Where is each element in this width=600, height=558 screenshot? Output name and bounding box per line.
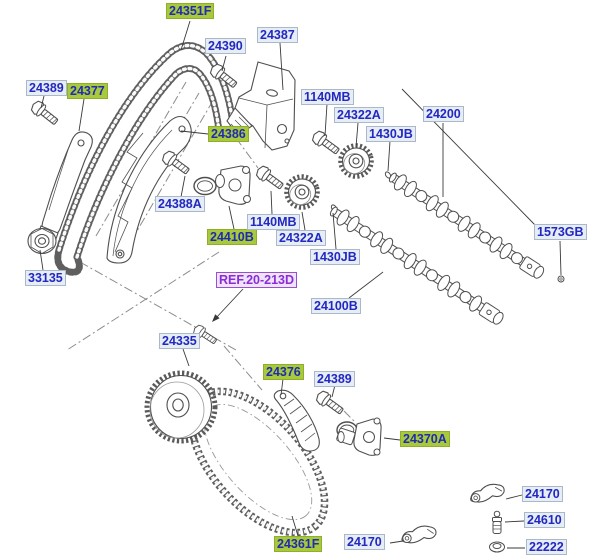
part-label-24170-lower[interactable]: 24170 <box>344 534 385 550</box>
part-label-1430jb-upper[interactable]: 1430JB <box>366 126 416 142</box>
bolt-1140mb-lower-drawing <box>253 163 287 193</box>
part-label-24370a[interactable]: 24370A <box>400 431 450 447</box>
tensioner-arm-24386-drawing <box>106 115 192 264</box>
dowel-pin-1573gb-drawing <box>557 275 565 283</box>
chain-guide-24376-drawing <box>273 389 320 452</box>
cam-sprocket-upper-drawing <box>336 141 375 180</box>
part-label-24361f[interactable]: 24361F <box>274 536 323 552</box>
part-label-24389-top[interactable]: 24389 <box>26 80 67 96</box>
lower-timing-chain-drawing <box>187 387 329 537</box>
part-label-24610[interactable]: 24610 <box>524 512 565 528</box>
part-label-24386[interactable]: 24386 <box>208 126 249 142</box>
sprocket-24335-drawing <box>144 370 218 444</box>
nut-33135-drawing <box>27 227 57 255</box>
ref-link-20-213d[interactable]: REF.20-213D <box>216 272 298 288</box>
rocker-arm-lower-drawing <box>400 524 438 545</box>
part-label-24100b[interactable]: 24100B <box>311 298 361 314</box>
part-label-24410b[interactable]: 24410B <box>207 229 257 245</box>
camshaft-24200-drawing <box>388 172 545 279</box>
ref-leader-arrowhead <box>212 314 220 322</box>
valve-part-22222-drawing <box>489 541 505 553</box>
part-label-24387[interactable]: 24387 <box>257 27 298 43</box>
bolt-1140mb-upper-drawing <box>309 128 343 158</box>
part-label-24390[interactable]: 24390 <box>205 38 246 54</box>
part-label-22222[interactable]: 22222 <box>526 539 567 555</box>
chain-tensioner-24370a-drawing <box>336 417 382 456</box>
part-label-24389-lower[interactable]: 24389 <box>314 371 355 387</box>
part-label-24322a-upper[interactable]: 24322A <box>334 107 384 123</box>
camshaft-24100b-drawing <box>329 206 504 325</box>
part-label-24377[interactable]: 24377 <box>67 83 108 99</box>
part-label-24388a[interactable]: 24388A <box>155 196 205 212</box>
leader-lines <box>39 20 562 549</box>
part-label-1430jb-lower[interactable]: 1430JB <box>310 249 360 265</box>
bolt-24389-lower-drawing <box>313 388 347 418</box>
part-label-24170-right[interactable]: 24170 <box>522 486 563 502</box>
part-label-24351f[interactable]: 24351F <box>166 3 215 19</box>
part-label-24322a-lower[interactable]: 24322A <box>276 230 326 246</box>
part-label-1573gb[interactable]: 1573GB <box>534 224 587 240</box>
cam-sprocket-lower-drawing <box>282 172 321 211</box>
part-label-1140mb-upper[interactable]: 1140MB <box>301 89 354 105</box>
lash-adjuster-24610-drawing <box>492 510 502 534</box>
part-label-33135[interactable]: 33135 <box>25 270 66 286</box>
part-label-1140mb-lower[interactable]: 1140MB <box>247 214 300 230</box>
chain-tensioner-24410b-drawing <box>193 165 251 205</box>
rocker-arm-right-drawing <box>468 481 507 505</box>
bolt-24389-top-drawing <box>28 98 61 129</box>
part-label-24200[interactable]: 24200 <box>423 106 464 122</box>
part-label-24335[interactable]: 24335 <box>159 333 200 349</box>
upper-timing-chain-drawing <box>54 42 238 276</box>
part-label-24376[interactable]: 24376 <box>263 364 304 380</box>
